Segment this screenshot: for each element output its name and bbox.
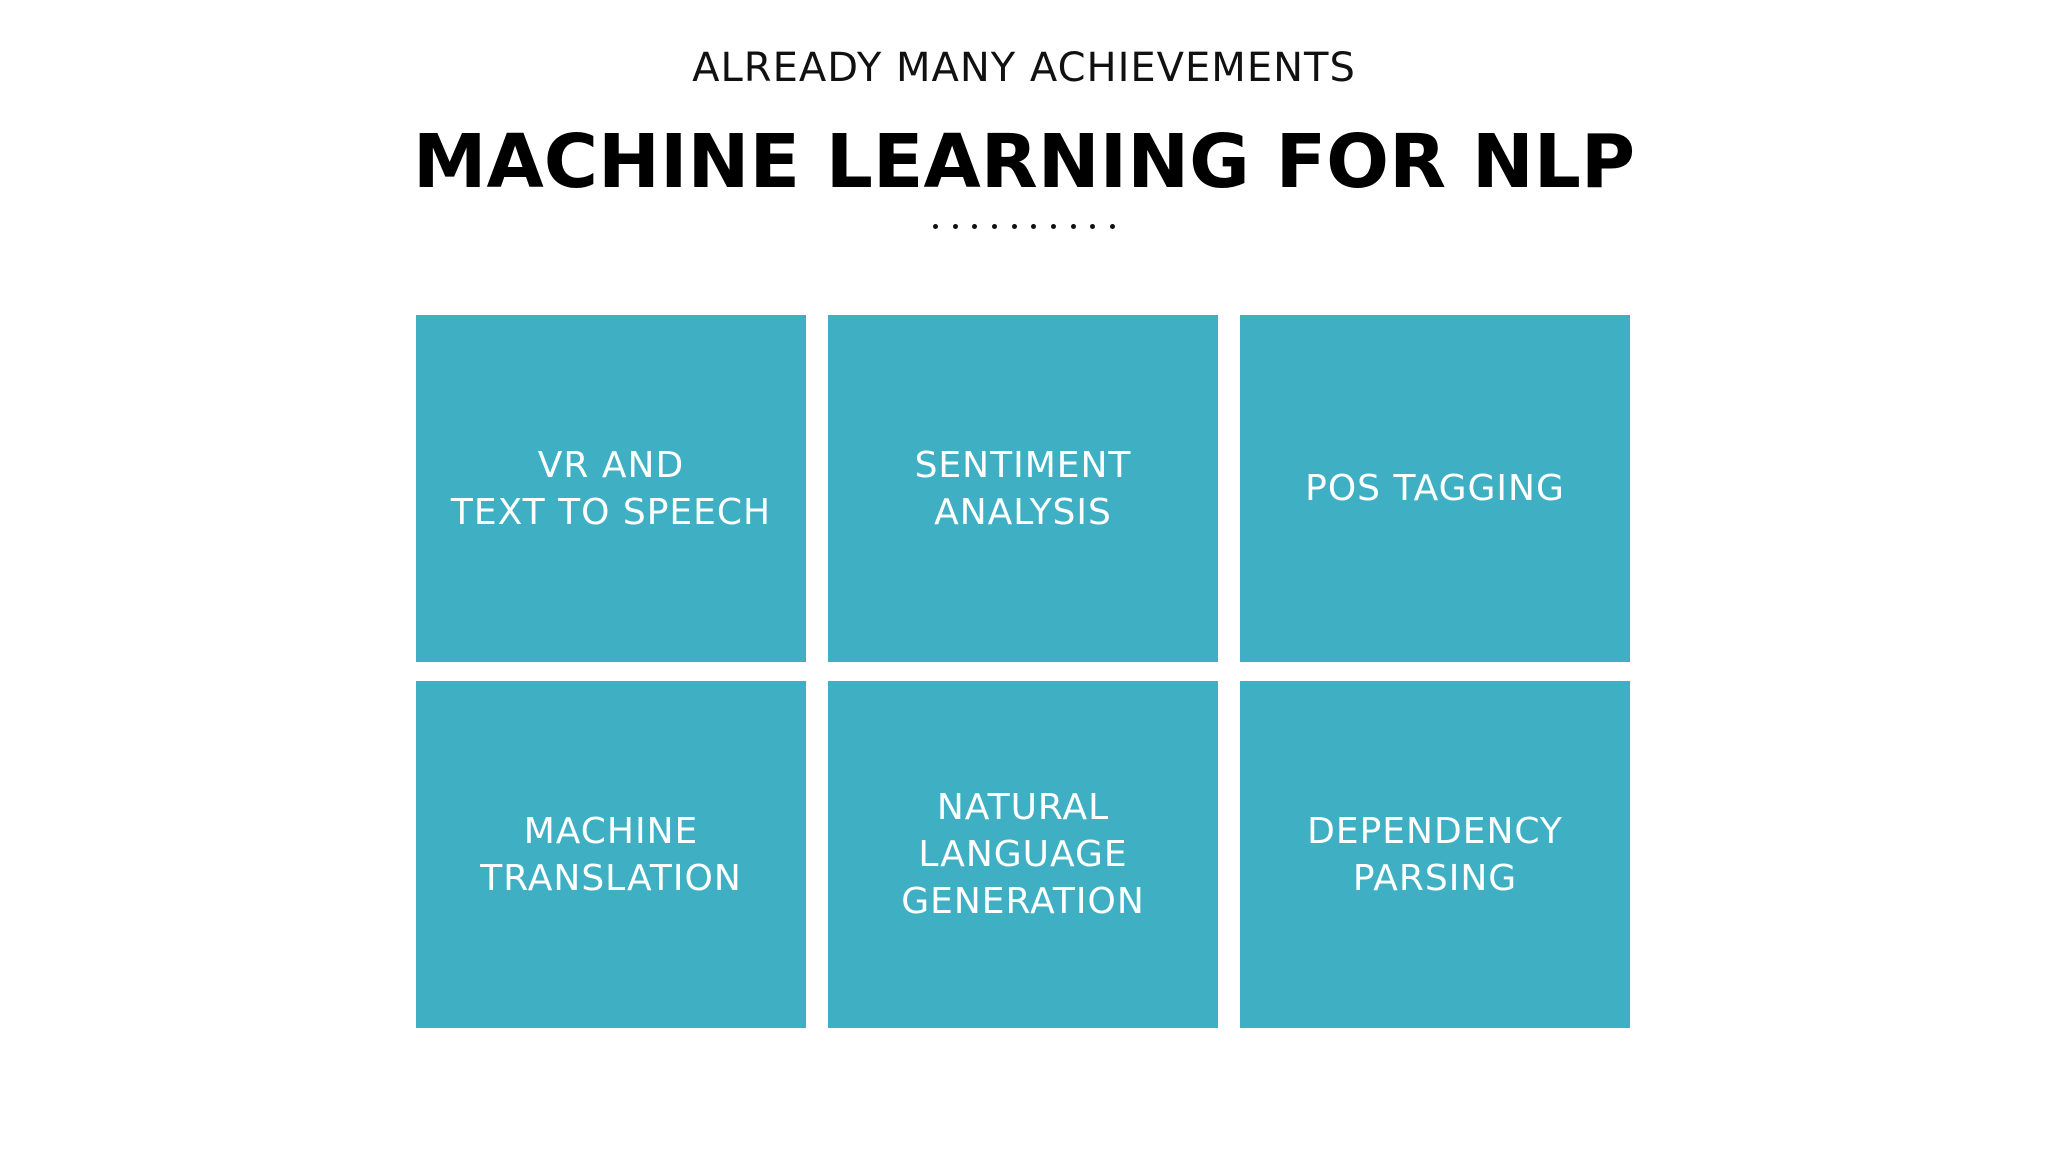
divider-dot (1011, 223, 1017, 229)
divider-dot (991, 223, 997, 229)
tile-machine-translation: MACHINE TRANSLATION (416, 681, 806, 1028)
slide-title: MACHINE LEARNING FOR NLP (412, 119, 1636, 205)
divider-dot (1031, 223, 1037, 229)
tile-label: MACHINE TRANSLATION (480, 810, 742, 899)
tile-pos-tagging: POS TAGGING (1240, 315, 1630, 662)
achievements-grid: VR AND TEXT TO SPEECH SENTIMENT ANALYSIS… (416, 315, 1631, 1028)
tile-dependency-parsing: DEPENDENCY PARSING (1240, 681, 1630, 1028)
divider-dot (1109, 223, 1115, 229)
divider-dot (933, 223, 938, 229)
dotted-divider (933, 222, 1115, 230)
tile-natural-language-generation: NATURAL LANGUAGE GENERATION (828, 681, 1218, 1028)
tile-label: VR AND TEXT TO SPEECH (450, 444, 772, 533)
divider-dot (1050, 223, 1056, 229)
tile-sentiment-analysis: SENTIMENT ANALYSIS (828, 315, 1218, 662)
tile-label: SENTIMENT ANALYSIS (914, 444, 1132, 533)
tile-label: POS TAGGING (1305, 468, 1565, 509)
tile-label: DEPENDENCY PARSING (1307, 810, 1563, 899)
tile-label: NATURAL LANGUAGE GENERATION (901, 787, 1145, 922)
divider-dot (972, 223, 978, 229)
divider-dot (952, 223, 958, 229)
tile-vr-and-text-to-speech: VR AND TEXT TO SPEECH (416, 315, 806, 662)
slide-subtitle: ALREADY MANY ACHIEVEMENTS (692, 45, 1356, 91)
divider-dot (1090, 223, 1096, 229)
divider-dot (1070, 223, 1076, 229)
